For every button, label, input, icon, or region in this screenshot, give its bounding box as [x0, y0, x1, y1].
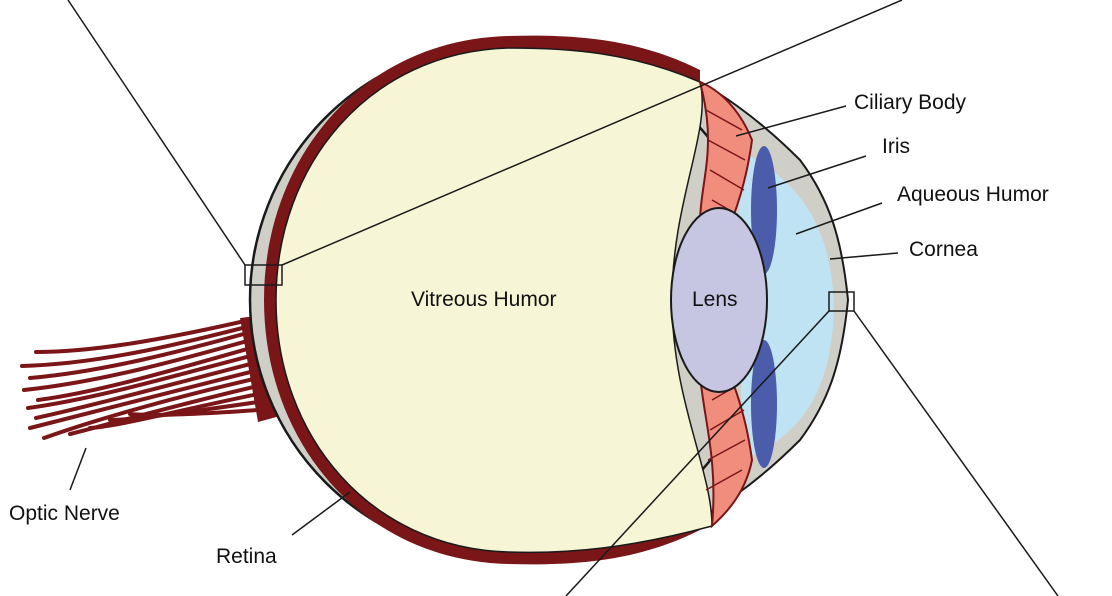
label-retina: Retina [216, 546, 277, 567]
label-ciliary-body: Ciliary Body [854, 92, 966, 113]
label-aqueous-humor: Aqueous Humor [897, 184, 1049, 205]
label-vitreous-humor: Vitreous Humor [411, 289, 557, 310]
label-lens: Lens [692, 289, 738, 310]
label-cornea: Cornea [909, 239, 978, 260]
label-optic-nerve: Optic Nerve [9, 503, 120, 524]
optic-nerve-fibers [22, 318, 258, 438]
label-iris: Iris [882, 136, 910, 157]
